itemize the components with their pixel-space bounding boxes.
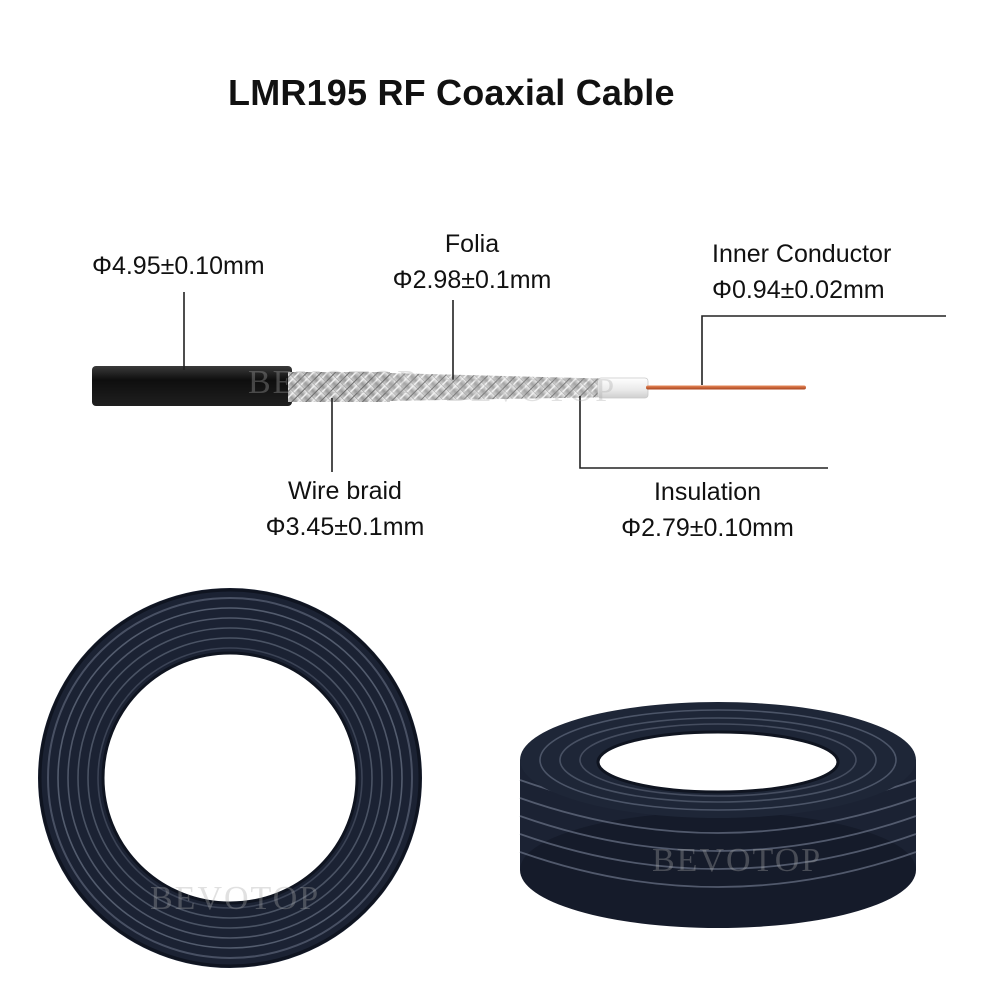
label-insulation-spec: Φ2.79±0.10mm xyxy=(621,514,794,542)
coil-spool-image xyxy=(519,702,917,928)
label-wire-braid-name: Wire braid xyxy=(288,477,402,505)
label-folia-name: Folia xyxy=(444,230,500,258)
watermark: BEVOTOP xyxy=(652,842,823,879)
label-inner-conductor: Inner Conductor Φ0.94±0.02mm xyxy=(712,236,891,308)
watermark: BEVOTOP xyxy=(150,880,321,917)
watermark: BEVOTOP xyxy=(248,364,419,401)
label-jacket: Φ4.95±0.10mm xyxy=(92,248,265,284)
label-inner-conductor-name: Inner Conductor xyxy=(712,240,892,268)
label-wire-braid-spec: Φ3.45±0.1mm xyxy=(265,513,425,541)
leader-insulation xyxy=(579,396,828,469)
leader-inner xyxy=(701,315,946,385)
label-folia: Folia Φ2.98±0.1mm xyxy=(372,226,572,298)
label-folia-spec: Φ2.98±0.1mm xyxy=(392,266,552,294)
watermark: BEVOTOP xyxy=(446,372,617,409)
cable-inner-conductor xyxy=(646,385,806,390)
label-insulation-name: Insulation xyxy=(653,478,762,506)
label-inner-conductor-spec: Φ0.94±0.02mm xyxy=(712,276,885,304)
label-wire-braid: Wire braid Φ3.45±0.1mm xyxy=(250,473,440,545)
label-jacket-spec: Φ4.95±0.10mm xyxy=(92,252,265,280)
page-title: LMR195 RF Coaxial Cable xyxy=(228,72,675,113)
cable-jacket xyxy=(92,366,292,406)
label-insulation: Insulation Φ2.79±0.10mm xyxy=(600,474,815,546)
coil-ring-image xyxy=(38,588,422,968)
